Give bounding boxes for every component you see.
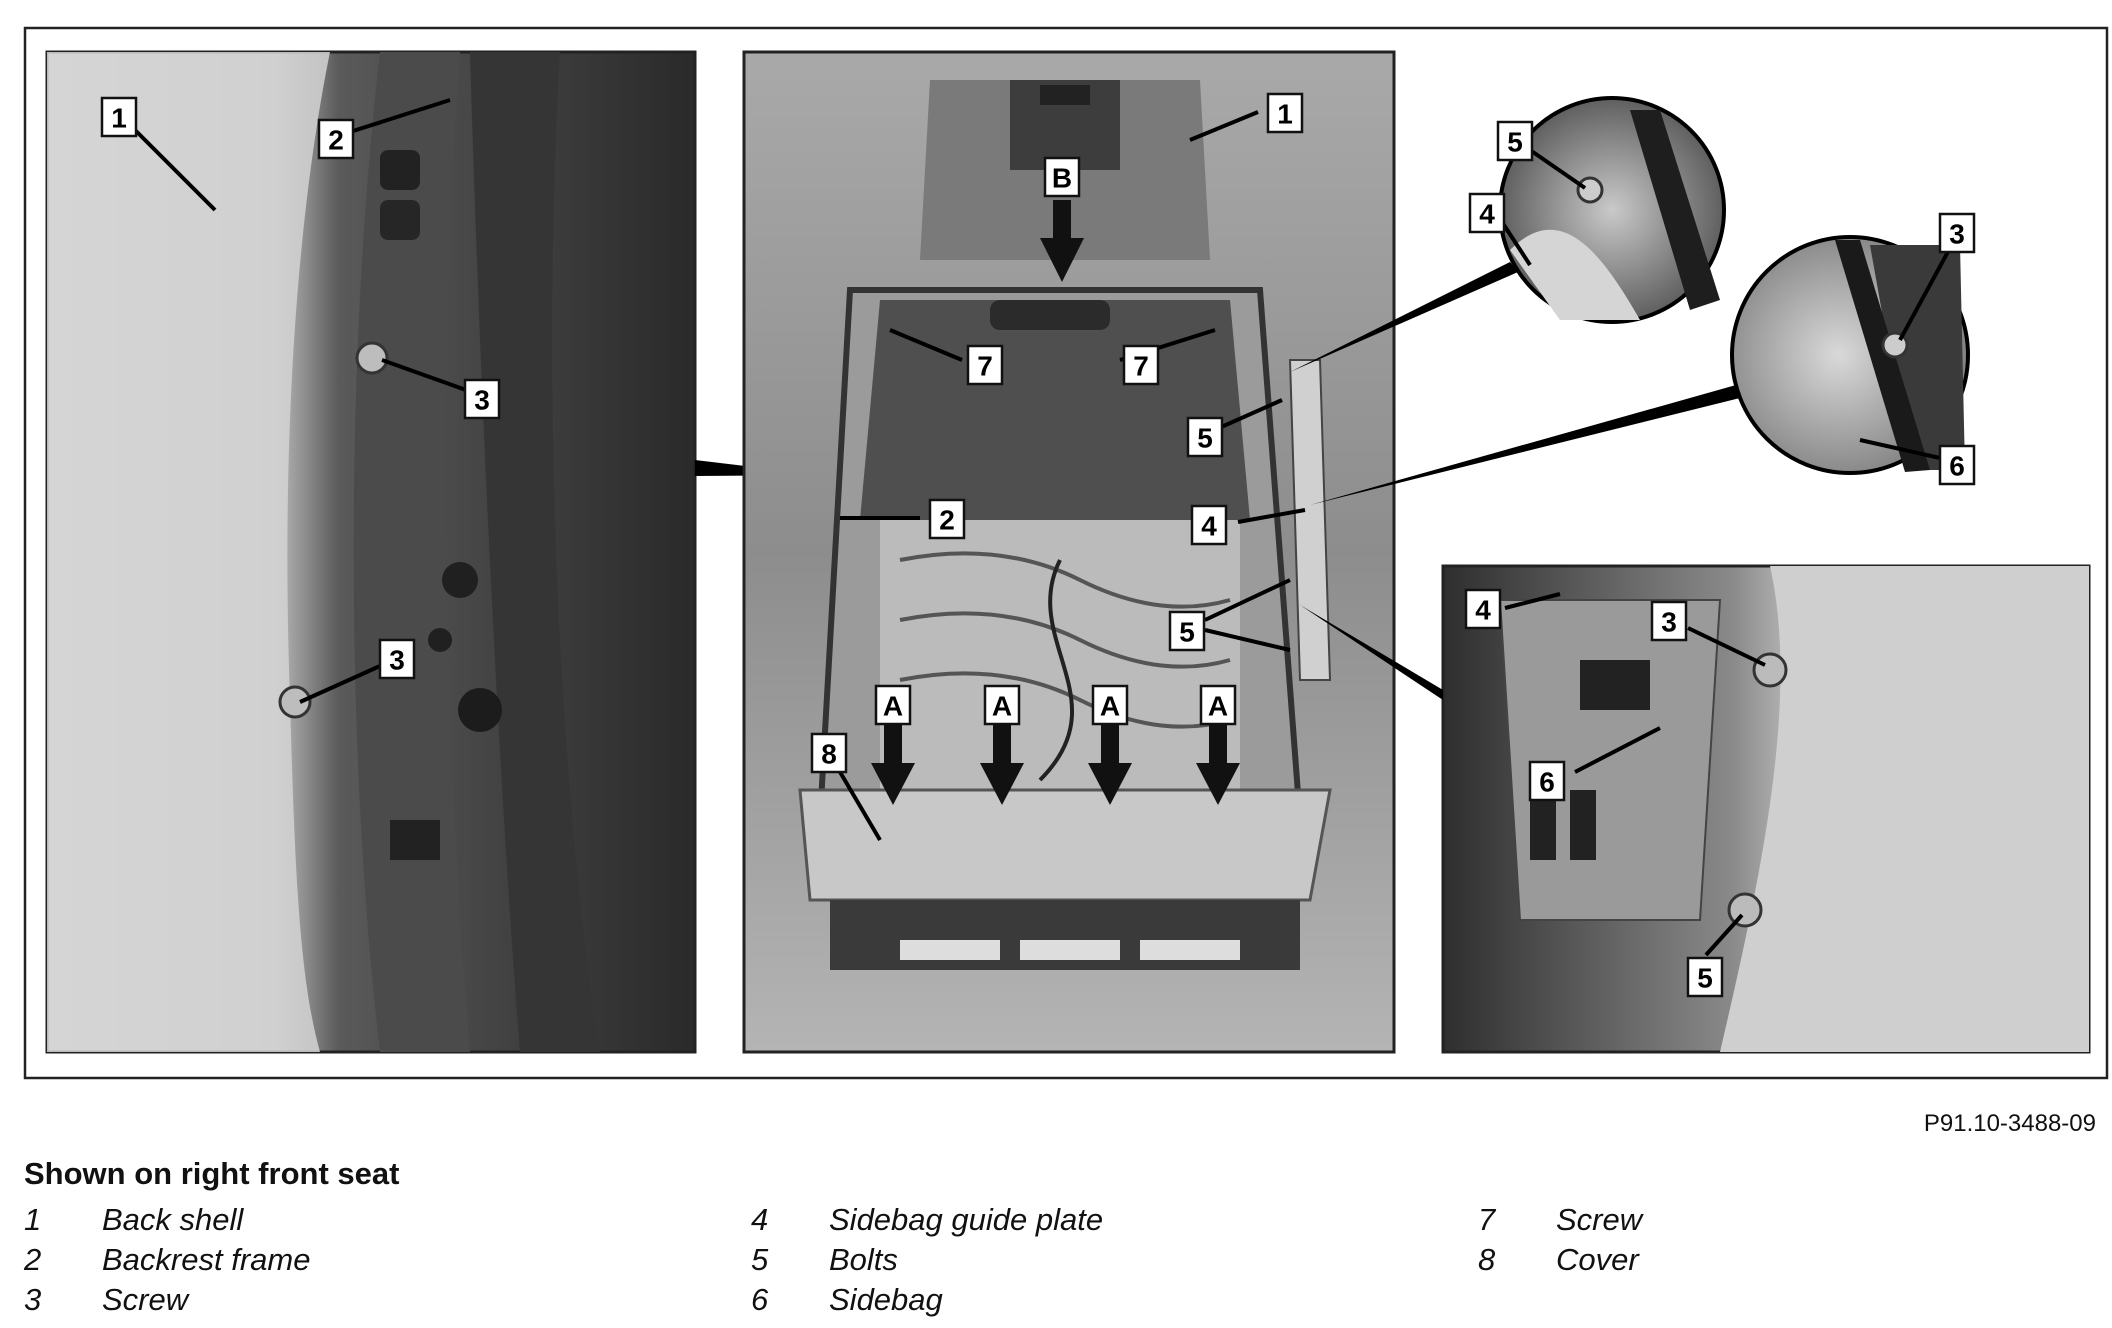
legend-item: 5 Bolts: [751, 1240, 1103, 1280]
svg-text:A: A: [883, 691, 903, 722]
connector-bottom-right: [1300, 605, 1443, 700]
callout-center-7b: 7: [1122, 344, 1160, 386]
left-detail-panel: [45, 50, 697, 1054]
legend-label: Screw: [102, 1282, 189, 1317]
callout-left-3a: 3: [463, 378, 501, 420]
callout-center-5b: 5: [1168, 610, 1206, 652]
connector-inset-right: [1310, 385, 1740, 505]
svg-text:3: 3: [389, 645, 405, 676]
callout-center-a3: A: [1091, 684, 1129, 726]
svg-text:A: A: [1208, 691, 1228, 722]
legend-number: 4: [751, 1202, 769, 1237]
legend-label: Backrest frame: [102, 1242, 311, 1277]
svg-text:5: 5: [1179, 617, 1195, 648]
svg-text:A: A: [992, 691, 1012, 722]
callout-center-a4: A: [1199, 684, 1237, 726]
callout-center-a1: A: [874, 684, 912, 726]
callout-br-5: 5: [1686, 956, 1724, 998]
legend-label: Sidebag: [829, 1282, 943, 1317]
callout-center-b: B: [1043, 156, 1081, 198]
svg-text:8: 8: [821, 739, 837, 770]
callout-br-6: 6: [1528, 760, 1566, 802]
callout-inset-right-6: 6: [1938, 444, 1976, 486]
arrow-a-2: [980, 725, 1024, 805]
callout-left-3b: 3: [378, 638, 416, 680]
svg-text:7: 7: [977, 351, 993, 382]
callout-center-5a: 5: [1186, 416, 1224, 458]
figure-code: P91.10-3488-09: [1923, 1110, 2096, 1137]
legend-number: 1: [24, 1202, 42, 1237]
svg-text:3: 3: [1661, 607, 1677, 638]
callout-inset-top-4: 4: [1468, 192, 1506, 234]
svg-text:5: 5: [1197, 423, 1213, 454]
callout-br-3: 3: [1650, 600, 1688, 642]
arrow-b: [1040, 200, 1084, 282]
callout-left-1: 1: [100, 96, 138, 138]
callout-center-a2: A: [983, 684, 1021, 726]
callout-labels: 1 2 3 3 1 B 7 7 5 2 4 5 A A A A 8 5 4 3 …: [100, 92, 1976, 998]
callout-inset-top-5: 5: [1496, 120, 1534, 162]
callout-br-4: 4: [1464, 588, 1502, 630]
callout-center-4: 4: [1190, 504, 1228, 546]
legend-label: Screw: [1556, 1202, 1643, 1237]
legend-item: 3 Screw: [24, 1280, 310, 1320]
callout-center-8: 8: [810, 732, 848, 774]
legend-item: 7 Screw: [1478, 1200, 1642, 1240]
legend-item: 8 Cover: [1478, 1240, 1642, 1280]
svg-text:7: 7: [1133, 351, 1149, 382]
svg-text:2: 2: [939, 505, 955, 536]
svg-text:6: 6: [1539, 767, 1555, 798]
legend-item: 4 Sidebag guide plate: [751, 1200, 1103, 1240]
legend-number: 5: [751, 1242, 769, 1277]
inset-right-circle: [1730, 235, 1970, 475]
legend-column-3: 7 Screw 8 Cover: [1478, 1200, 1642, 1280]
svg-text:4: 4: [1201, 511, 1217, 542]
legend-item: 2 Backrest frame: [24, 1240, 310, 1280]
legend-item: 6 Sidebag: [751, 1280, 1103, 1320]
callout-inset-right-3: 3: [1938, 212, 1976, 254]
legend-number: 2: [24, 1242, 42, 1277]
svg-text:2: 2: [328, 125, 344, 156]
inset-top-circle: [1498, 96, 1726, 324]
callout-left-2: 2: [317, 118, 355, 160]
arrow-a-3: [1088, 725, 1132, 805]
legend-number: 6: [751, 1282, 769, 1317]
legend-column-1: 1 Back shell 2 Backrest frame 3 Screw: [24, 1200, 310, 1320]
svg-text:3: 3: [1949, 219, 1965, 250]
bottom-right-detail-panel: [1441, 564, 2091, 1054]
svg-text:B: B: [1052, 163, 1072, 194]
arrow-a-1: [871, 725, 915, 805]
svg-text:1: 1: [111, 103, 127, 134]
svg-text:4: 4: [1475, 595, 1491, 626]
legend-label: Bolts: [829, 1242, 898, 1277]
svg-text:5: 5: [1507, 127, 1523, 158]
callout-center-2: 2: [928, 498, 966, 540]
svg-text:A: A: [1100, 691, 1120, 722]
callout-center-1: 1: [1266, 92, 1304, 134]
legend-label: Cover: [1556, 1242, 1639, 1277]
legend: Shown on right front seat 1 Back shell 2 B…: [24, 1156, 2104, 1317]
legend-column-2: 4 Sidebag guide plate 5 Bolts 6 Sidebag: [751, 1200, 1103, 1320]
arrow-a-4: [1196, 725, 1240, 805]
callout-center-7a: 7: [966, 344, 1004, 386]
legend-label: Sidebag guide plate: [829, 1202, 1104, 1237]
legend-number: 7: [1478, 1202, 1496, 1237]
seat-removal-figure: 1 2 3 3 1 B 7 7 5 2 4 5 A A A A 8 5 4 3 …: [23, 26, 2109, 1080]
legend-number: 8: [1478, 1242, 1496, 1277]
svg-text:4: 4: [1479, 199, 1495, 230]
connector-inset-top: [1290, 262, 1518, 372]
svg-text:3: 3: [474, 385, 490, 416]
svg-text:6: 6: [1949, 451, 1965, 482]
svg-text:5: 5: [1697, 963, 1713, 994]
legend-label: Back shell: [102, 1202, 244, 1237]
legend-item: 1 Back shell: [24, 1200, 310, 1240]
legend-number: 3: [24, 1282, 42, 1317]
svg-text:1: 1: [1277, 99, 1293, 130]
legend-title: Shown on right front seat: [24, 1156, 400, 1191]
